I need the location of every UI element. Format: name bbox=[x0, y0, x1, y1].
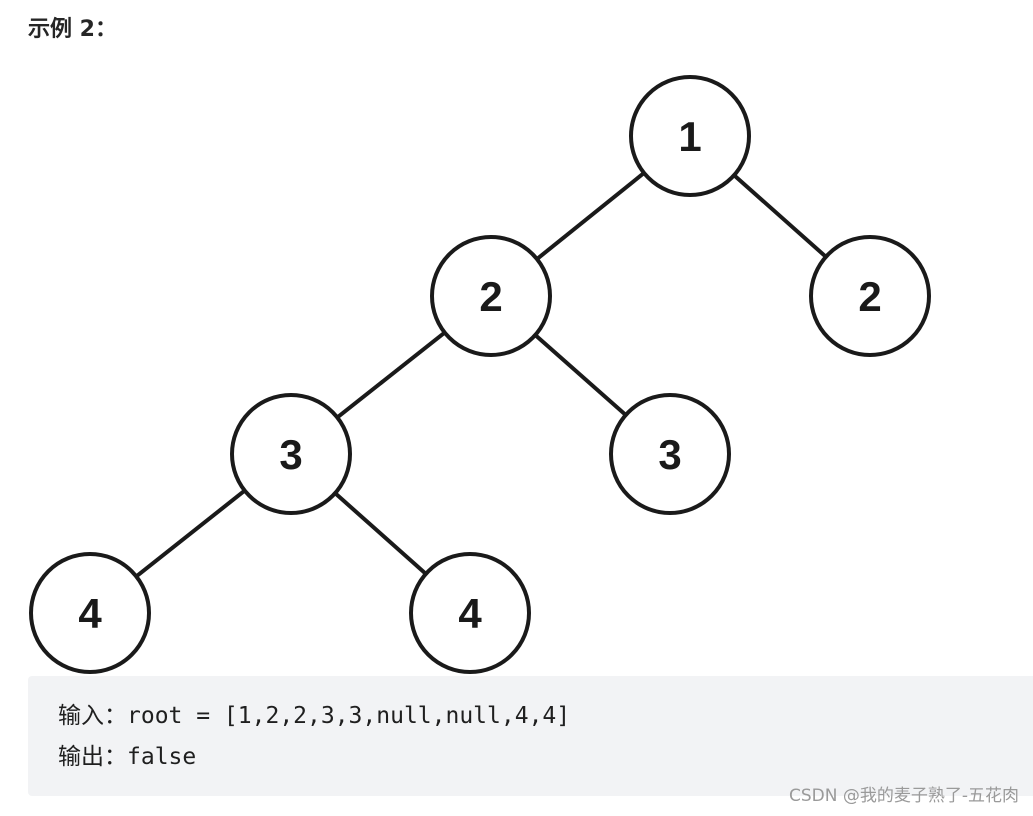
tree-node-n4r: 4 bbox=[409, 552, 531, 674]
tree-node-circle bbox=[409, 552, 531, 674]
tree-node-label: 2 bbox=[858, 273, 881, 320]
tree-edge-n3l-n4r bbox=[333, 491, 428, 576]
tree-edge-n2l-n3r bbox=[533, 333, 628, 417]
binary-tree-diagram: 1 2 2 3 3 4 4 bbox=[29, 75, 931, 674]
output-label: 输出： bbox=[58, 744, 127, 770]
tree-node-label: 1 bbox=[678, 113, 701, 160]
tree-node-label: 4 bbox=[458, 590, 482, 637]
tree-node-label: 3 bbox=[279, 431, 302, 478]
tree-node-n1: 1 bbox=[629, 75, 751, 197]
tree-node-n3r: 3 bbox=[609, 393, 731, 515]
input-label: 输入： bbox=[58, 703, 127, 729]
tree-node-n4l: 4 bbox=[29, 552, 151, 674]
tree-node-circle bbox=[430, 235, 552, 357]
output-value: false bbox=[127, 744, 197, 770]
tree-node-circle bbox=[230, 393, 352, 515]
example-code-block: 输入：root = [1,2,2,3,3,null,null,4,4] 输出：f… bbox=[28, 676, 1033, 796]
tree-node-n3l: 3 bbox=[230, 393, 352, 515]
tree-node-n2r: 2 bbox=[809, 235, 931, 357]
tree-node-circle bbox=[809, 235, 931, 357]
input-value: root = [1,2,2,3,3,null,null,4,4] bbox=[127, 703, 571, 729]
tree-edges bbox=[135, 171, 828, 578]
tree-node-label: 2 bbox=[479, 273, 502, 320]
tree-edge-n1-n2l bbox=[535, 171, 646, 261]
tree-edge-n2l-n3l bbox=[336, 331, 446, 419]
csdn-watermark: CSDN @我的麦子熟了-五花肉 bbox=[788, 786, 1019, 806]
tree-node-circle bbox=[29, 552, 151, 674]
input-line: 输入：root = [1,2,2,3,3,null,null,4,4] bbox=[58, 701, 570, 731]
tree-node-label: 4 bbox=[78, 590, 102, 637]
example-heading: 示例 2： bbox=[28, 17, 117, 42]
tree-node-circle bbox=[609, 393, 731, 515]
tree-node-n2l: 2 bbox=[430, 235, 552, 357]
tree-edge-n1-n2r bbox=[732, 173, 828, 259]
tree-edge-n3l-n4l bbox=[135, 489, 246, 578]
tree-node-label: 3 bbox=[658, 431, 681, 478]
output-line: 输出：false bbox=[58, 742, 196, 772]
tree-node-circle bbox=[629, 75, 751, 197]
tree-nodes: 1 2 2 3 3 4 4 bbox=[29, 75, 931, 674]
